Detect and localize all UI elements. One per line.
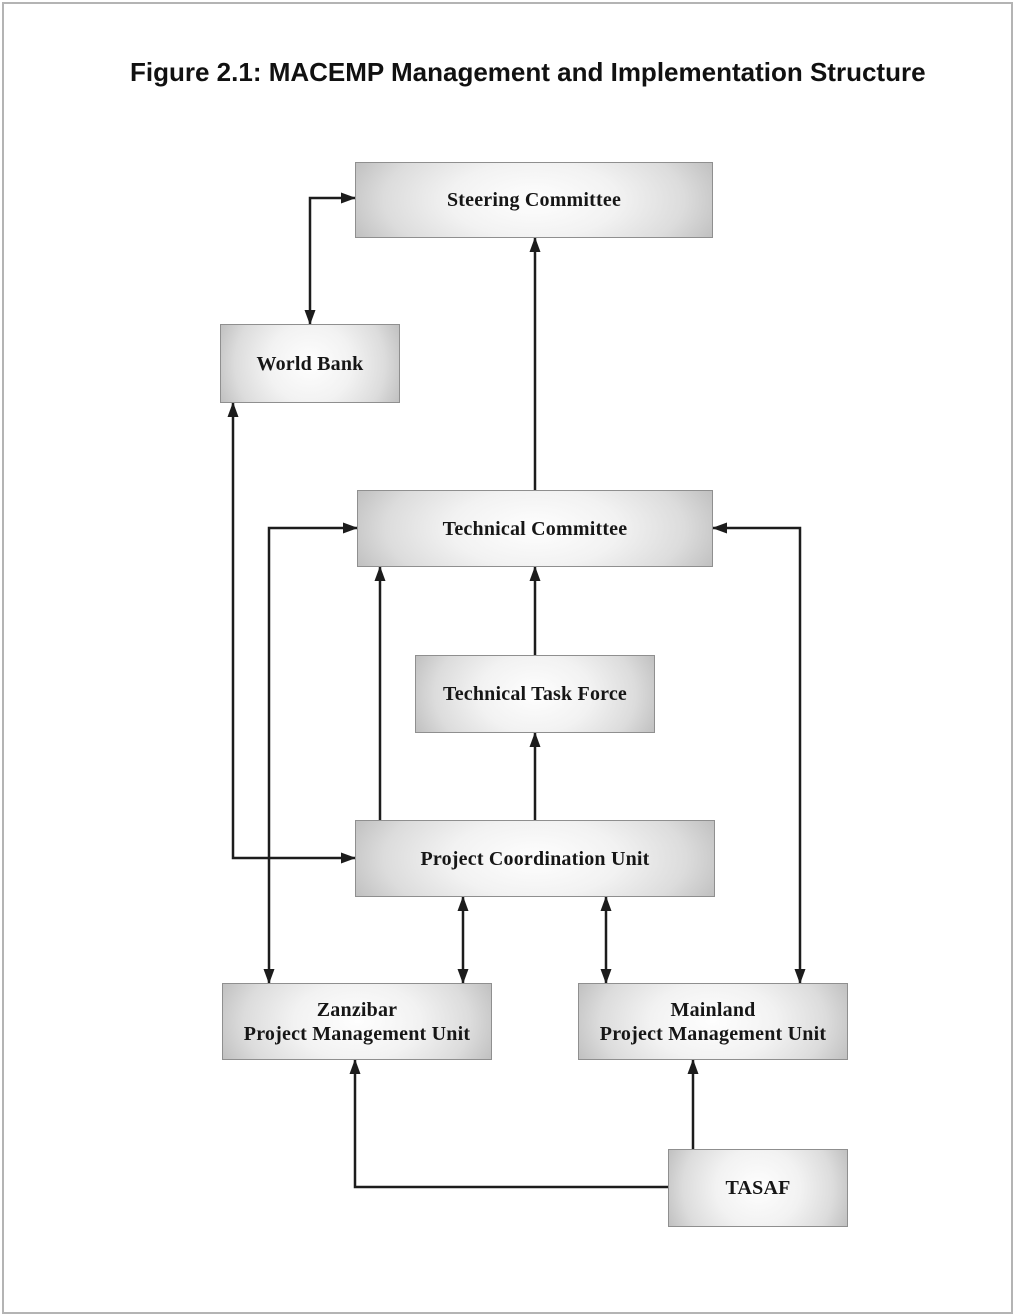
- node-technical-task-force: Technical Task Force: [415, 655, 655, 733]
- figure-title: Figure 2.1: MACEMP Management and Implem…: [130, 57, 926, 87]
- edge-project_coordination_unit-to-world_bank: [227, 402, 356, 864]
- node-label: Steering Committee: [446, 189, 622, 211]
- edges-group: [227, 192, 806, 1189]
- node-label: Technical Committee: [442, 517, 628, 540]
- edge-steering_committee-to-world_bank: [304, 192, 356, 325]
- node-mainland-project-management-unit: Mainland Project Management Unit: [578, 983, 848, 1060]
- edge-mainland_pmu-to-technical_committee: [712, 522, 806, 984]
- node-label: TASAF: [725, 1177, 791, 1199]
- node-world-bank: World Bank: [220, 324, 400, 403]
- node-label: World Bank: [256, 352, 364, 375]
- node-tasaf: TASAF: [668, 1149, 848, 1227]
- edge-zanzibar_pmu-to-technical_committee: [263, 522, 358, 984]
- node-label: Project Management Unit: [599, 1022, 827, 1045]
- node-technical-committee: Technical Committee: [357, 490, 713, 567]
- node-label: Project Coordination Unit: [420, 847, 650, 870]
- node-label: Project Management Unit: [243, 1022, 471, 1045]
- node-steering-committee: Steering Committee: [355, 162, 713, 238]
- edge-tasaf-to-zanzibar_pmu: [349, 1059, 668, 1189]
- node-label: Zanzibar: [316, 998, 398, 1021]
- node-label: Technical Task Force: [442, 683, 628, 705]
- node-project-coordination-unit: Project Coordination Unit: [355, 820, 715, 897]
- node-zanzibar-project-management-unit: Zanzibar Project Management Unit: [222, 983, 492, 1060]
- node-label: Mainland: [670, 998, 756, 1021]
